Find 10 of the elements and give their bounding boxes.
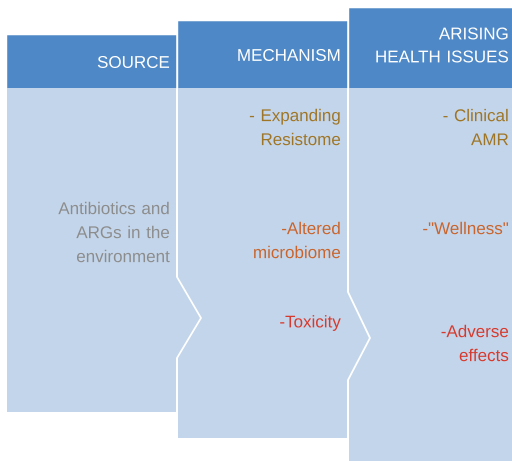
- chevron-panel: Antibiotics and ARGs in the environment: [7, 88, 200, 412]
- column-header: MECHANISM: [178, 21, 348, 88]
- column-header: ARISING HEALTH ISSUES: [349, 8, 512, 88]
- chevron-panel: - Expanding Resistome -Altered microbiome -Toxicity: [178, 88, 369, 438]
- node-label: Antibiotics and ARGs in the environment: [58, 202, 170, 262]
- chevron-panel: - Clinical AMR -"Wellness" -Adverse effects: [349, 88, 512, 461]
- node-label: - Expanding Resistome: [250, 108, 340, 146]
- column-header: SOURCE: [7, 35, 176, 88]
- node-label: -Toxicity: [280, 315, 341, 331]
- node-label: -Altered microbiome: [254, 222, 340, 258]
